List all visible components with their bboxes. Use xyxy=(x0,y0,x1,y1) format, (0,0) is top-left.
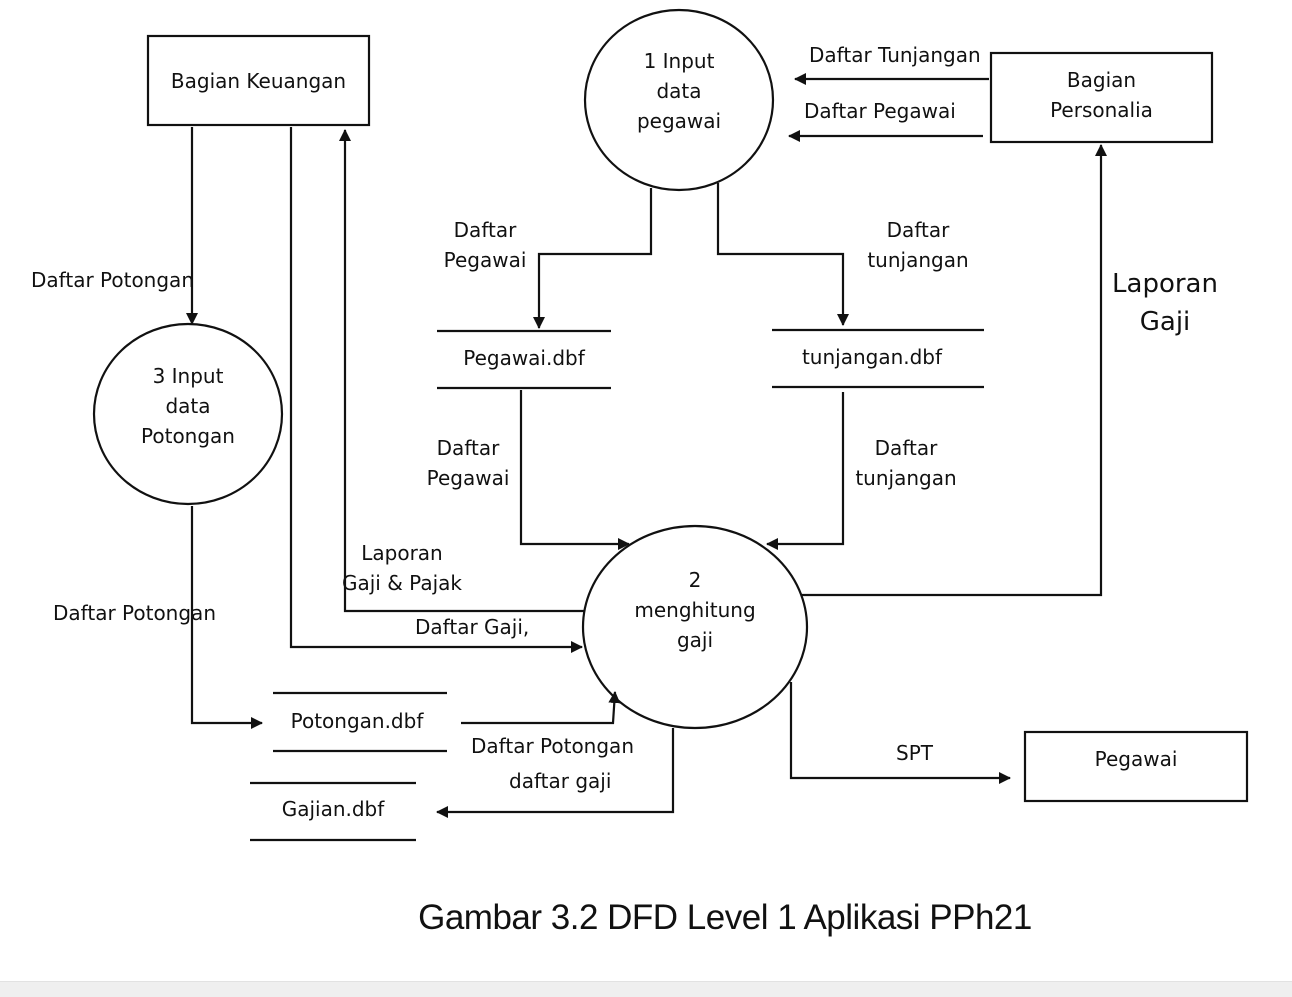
flow-label-daftar-tunjangan-to-store: Daftar tunjangan xyxy=(867,218,969,272)
store-gajian-lines xyxy=(250,781,416,842)
bottom-bar xyxy=(0,981,1292,997)
flow-label-daftar-pegawai-to-store: Daftar Pegawai xyxy=(443,218,527,272)
flow-label-daftar-pegawai-from-store: Daftar Pegawai xyxy=(426,436,510,490)
flow-label-daftar-potongan-from-p3: Daftar Potongan xyxy=(53,601,216,625)
flow-pegawai-store-to-p2 xyxy=(519,390,630,550)
flow-label-daftar-tunjangan-top: Daftar Tunjangan xyxy=(809,43,981,67)
entity-bagian-personalia-label: Bagian Personalia xyxy=(1050,68,1153,122)
entity-bagian-keuangan-label: Bagian Keuangan xyxy=(170,69,347,93)
figure-caption: Gambar 3.2 DFD Level 1 Aplikasi PPh21 xyxy=(418,898,1032,937)
flow-label-laporan-gaji-pajak: Laporan Gaji & Pajak xyxy=(342,541,462,595)
flow-p2-to-keuangan-laporan xyxy=(339,129,584,613)
flow-label-laporan-gaji: Laporan Gaji xyxy=(1112,269,1218,337)
store-potongan-label: Potongan.dbf xyxy=(290,709,424,733)
flow-p2-to-pegawai-spt xyxy=(789,682,1011,784)
entity-bagian-personalia-box xyxy=(989,51,1214,144)
entity-pegawai-box xyxy=(1023,730,1249,803)
flow-label-daftar-potongan-to-p3: Daftar Potongan xyxy=(31,268,194,292)
store-tunjangan-label: tunjangan.dbf xyxy=(801,345,943,369)
process-1-label: 1 Input data pegawai xyxy=(636,49,722,133)
store-tunjangan-lines xyxy=(772,328,984,389)
flow-p3-to-potongan-store xyxy=(190,506,263,729)
flow-potongan-store-to-p2 xyxy=(461,691,621,725)
flow-keuangan-to-p2-daftar-gaji xyxy=(289,127,583,653)
flow-p2-to-personalia-laporan xyxy=(802,144,1107,597)
flow-label-daftar-potongan-from-store: Daftar Potongan xyxy=(471,734,634,758)
store-pegawai-label: Pegawai.dbf xyxy=(463,346,585,370)
flow-label-daftar-pegawai-top: Daftar Pegawai xyxy=(804,99,956,123)
flow-label-daftar-gaji: Daftar Gaji, xyxy=(415,615,530,639)
store-gajian-label: Gajian.dbf xyxy=(281,797,385,821)
process-2-label: 2 menghitung gaji xyxy=(634,568,756,652)
flow-label-spt: SPT xyxy=(896,741,933,765)
flow-p1-to-pegawai-store xyxy=(533,188,653,329)
store-potongan-lines xyxy=(273,691,447,753)
flow-p1-to-tunjangan-store xyxy=(716,183,849,326)
entity-bagian-keuangan-box xyxy=(146,34,371,127)
entity-pegawai-label: Pegawai xyxy=(1094,747,1178,771)
flow-p2-to-gajian-store xyxy=(436,728,675,818)
flow-label-daftar-tunjangan-from-store: Daftar tunjangan xyxy=(855,436,957,490)
flow-tunjangan-store-to-p2 xyxy=(766,392,845,550)
flow-label-daftar-gaji-to-store: daftar gaji xyxy=(509,769,612,793)
process-2-circle xyxy=(581,524,809,730)
process-1-circle xyxy=(583,8,775,192)
store-pegawai-lines xyxy=(437,329,611,390)
process-3-label: 3 Input data Potongan xyxy=(141,364,235,448)
